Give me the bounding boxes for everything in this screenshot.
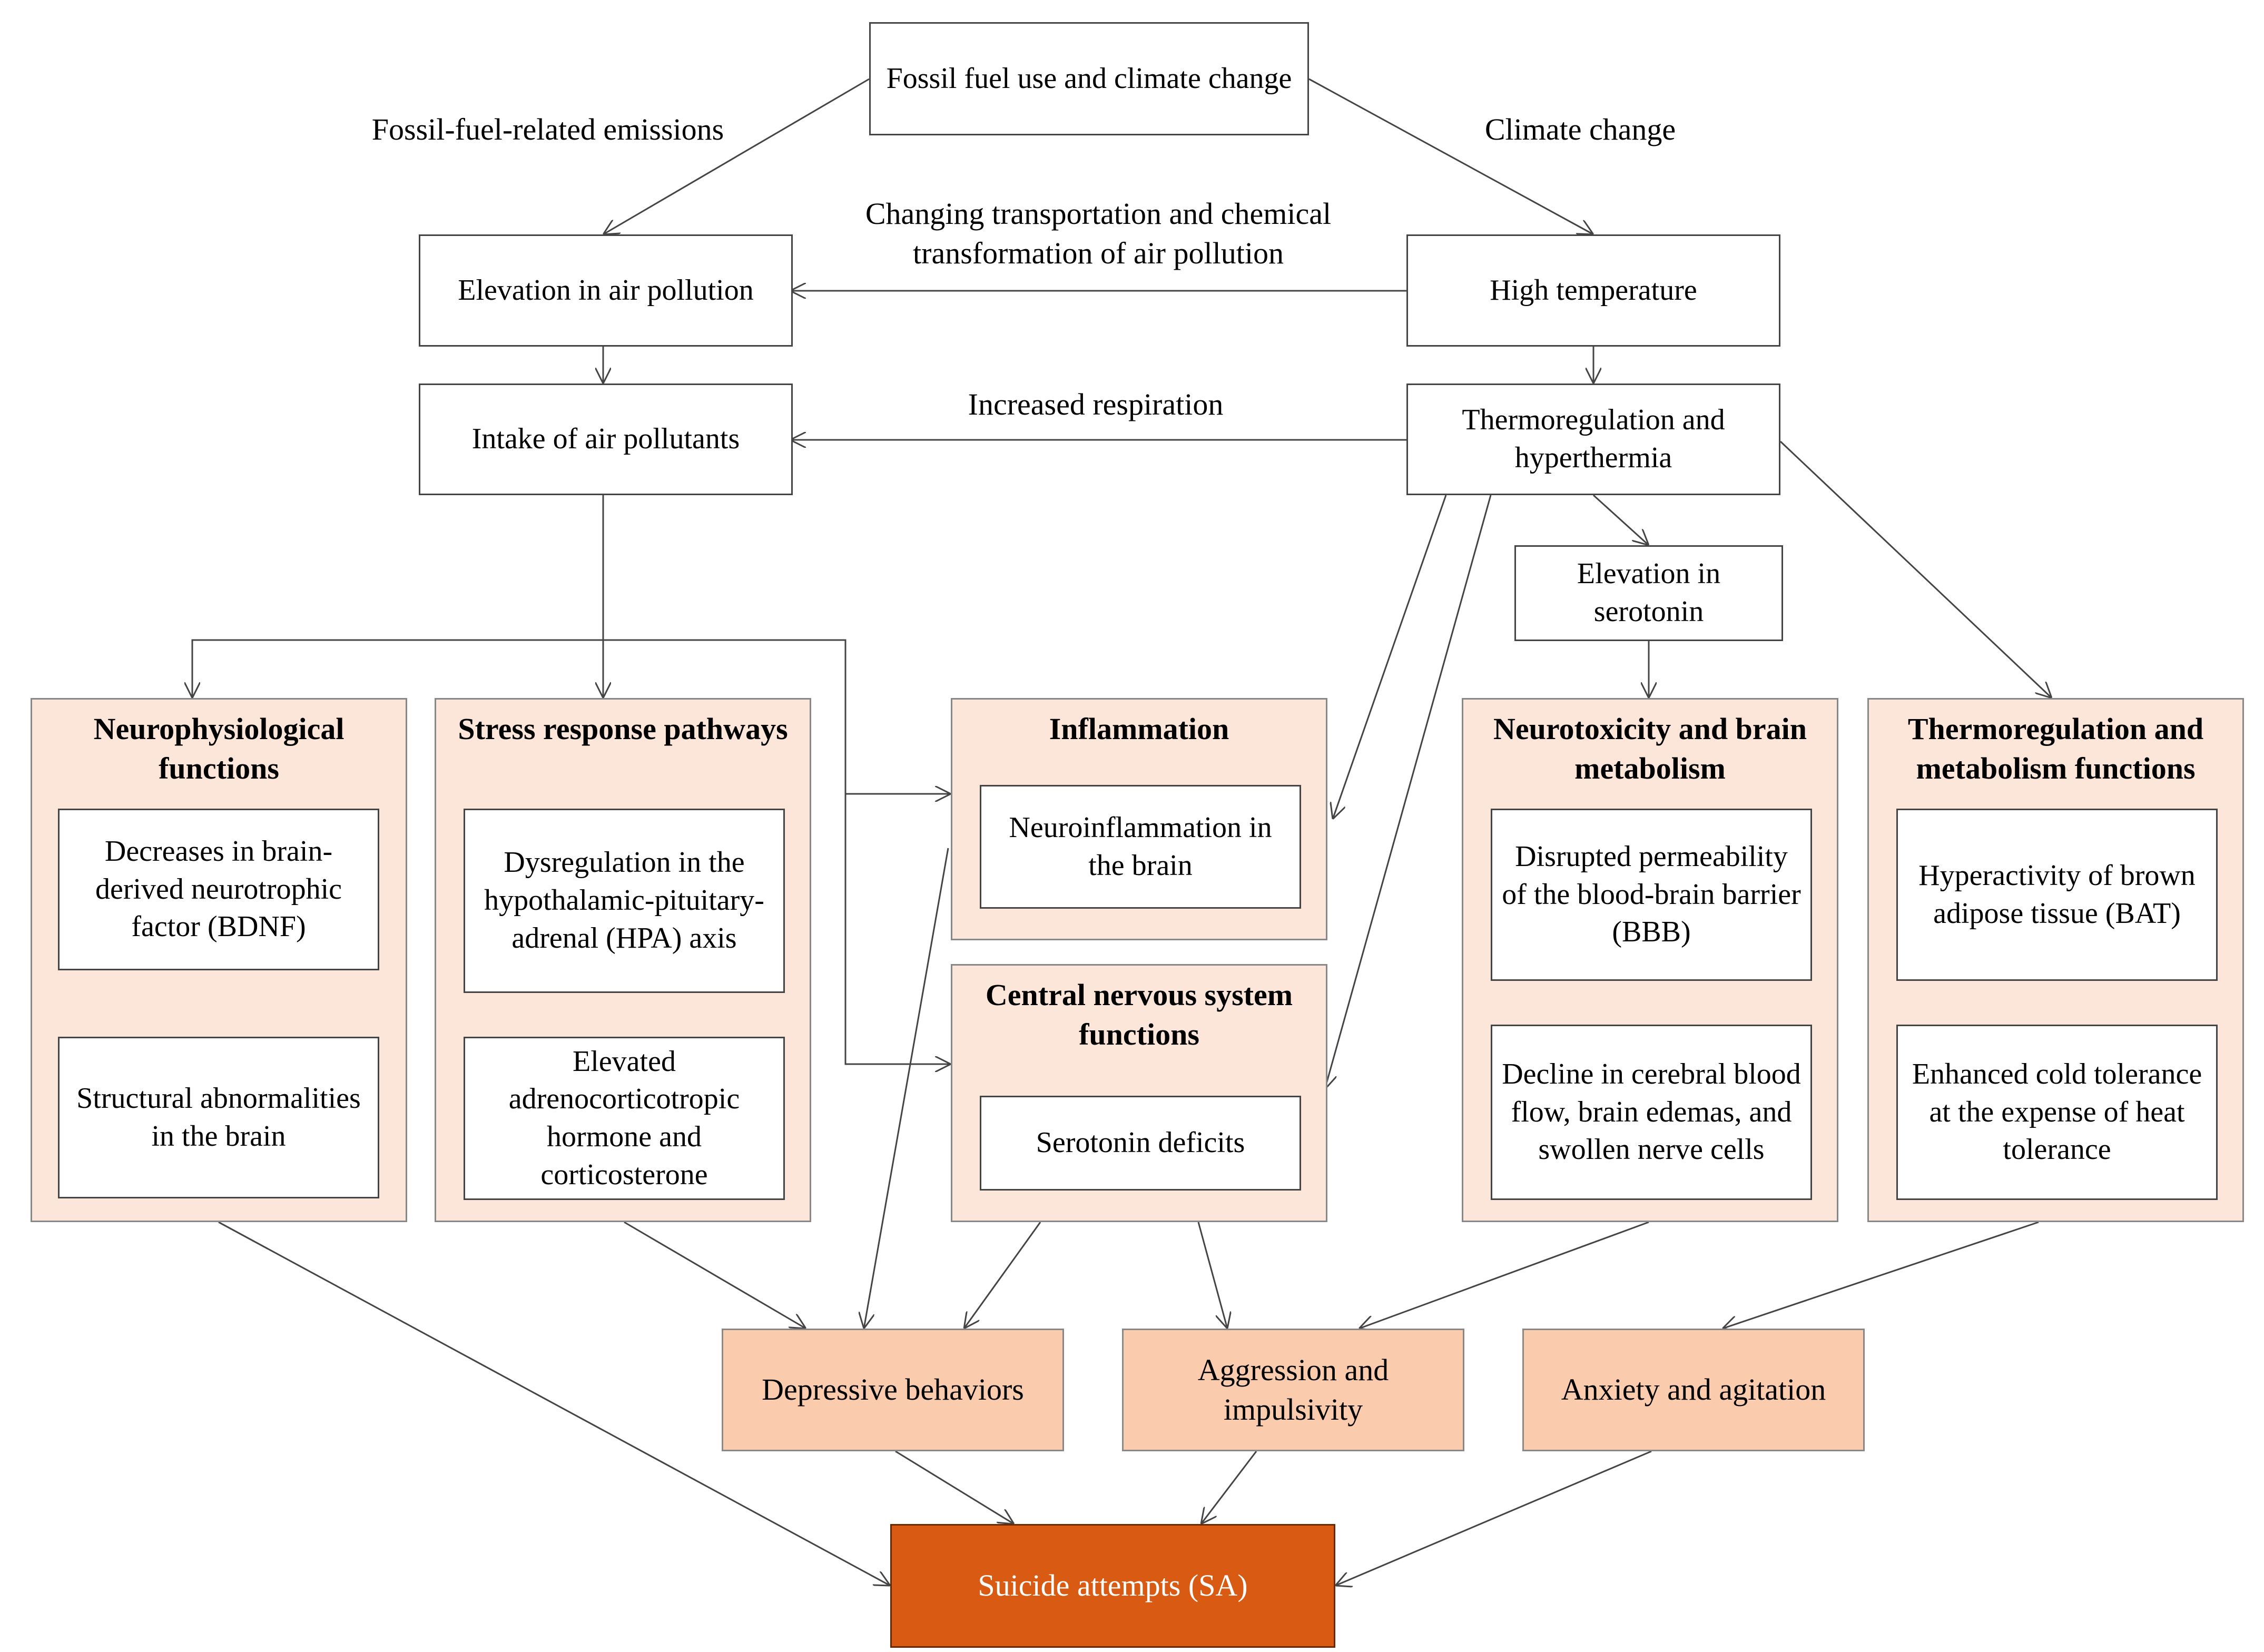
edge-thermo-metabolism-to-anxiety (1722, 1221, 2039, 1329)
edge-anxiety-to-suicide (1335, 1450, 1652, 1586)
box-bat-label: Hyperactivity of brown adipose tissue (B… (1918, 859, 2196, 930)
node-aggression: Aggression and impulsivity (1122, 1329, 1464, 1451)
group-thermo-metabolism-title: Thermoregulation and metabolism function… (1907, 712, 2204, 786)
edge-fossil-to-temperature (1308, 78, 1593, 234)
node-serotonin-elevation-label: Elevation in serotonin (1577, 557, 1721, 628)
node-suicide-attempts: Suicide attempts (SA) (890, 1524, 1335, 1648)
node-anxiety-label: Anxiety and agitation (1561, 1372, 1826, 1407)
node-high-temperature: High temperature (1406, 234, 1780, 347)
node-intake-pollutants: Intake of air pollutants (419, 384, 793, 495)
box-cold-tolerance: Enhanced cold tolerance at the expense o… (1896, 1025, 2218, 1200)
box-hpa: Dysregulation in the hypothalamic-pituit… (464, 809, 785, 993)
box-blood-flow-label: Decline in cerebral blood flow, brain ed… (1502, 1057, 1801, 1166)
box-hpa-label: Dysregulation in the hypothalamic-pituit… (484, 846, 764, 955)
edge-branch-to-neurophysiological (192, 639, 603, 698)
edge-label-emissions: Fossil-fuel-related emissions (371, 112, 724, 146)
box-structural: Structural abnormalities in the brain (58, 1037, 379, 1198)
box-bat: Hyperactivity of brown adipose tissue (B… (1896, 809, 2218, 981)
node-high-temperature-label: High temperature (1490, 273, 1697, 307)
node-depressive: Depressive behaviors (722, 1329, 1064, 1451)
node-air-pollution-label: Elevation in air pollution (458, 273, 754, 307)
group-inflammation-title: Inflammation (1049, 712, 1229, 746)
group-stress-response-title: Stress response pathways (458, 712, 788, 746)
box-bbb-label: Disrupted permeability of the blood-brai… (1502, 840, 1801, 949)
group-neurophysiological-title: Neurophysiological functions (93, 712, 344, 786)
edge-aggression-to-suicide (1201, 1451, 1257, 1524)
node-depressive-label: Depressive behaviors (762, 1372, 1024, 1407)
box-serotonin-deficits-label: Serotonin deficits (1036, 1126, 1245, 1159)
node-aggression-label: Aggression and impulsivity (1197, 1353, 1389, 1427)
edge-neurophysiological-to-suicide (218, 1221, 890, 1586)
node-air-pollution: Elevation in air pollution (419, 234, 793, 347)
edge-thermoregulation-to-thermo-metabolism (1779, 440, 2052, 698)
edge-label-climate-change: Climate change (1484, 112, 1676, 146)
box-neuroinflammation-label: Neuroinflammation in the brain (1009, 811, 1272, 882)
box-bdnf: Decreases in brain-derived neurotrophic … (58, 809, 379, 970)
box-bbb: Disrupted permeability of the blood-brai… (1491, 809, 1812, 981)
node-anxiety: Anxiety and agitation (1522, 1329, 1865, 1451)
edge-stress-to-depressive (624, 1221, 806, 1329)
edge-thermoregulation-to-inflammation (1333, 495, 1447, 819)
edge-neurotoxicity-to-aggression (1359, 1221, 1649, 1329)
box-acth: Elevated adrenocorticotropic hormone and… (464, 1037, 785, 1200)
node-intake-pollutants-label: Intake of air pollutants (471, 422, 740, 456)
group-neurotoxicity-title: Neurotoxicity and brain metabolism (1493, 712, 1807, 786)
edge-label-respiration: Increased respiration (968, 387, 1224, 421)
edge-branch-to-inflammation (603, 639, 951, 794)
edge-cns-to-aggression (1197, 1222, 1227, 1329)
node-serotonin-elevation: Elevation in serotonin (1514, 545, 1783, 641)
box-blood-flow: Decline in cerebral blood flow, brain ed… (1491, 1025, 1812, 1200)
box-structural-label: Structural abnormalities in the brain (76, 1081, 361, 1153)
node-thermoregulation-label: Thermoregulation and hyperthermia (1462, 404, 1725, 474)
edge-inflammation-to-depressive (864, 848, 949, 1329)
edge-cns-to-depressive (964, 1222, 1041, 1329)
node-thermoregulation: Thermoregulation and hyperthermia (1406, 384, 1780, 495)
box-bdnf-label: Decreases in brain-derived neurotrophic … (95, 834, 342, 943)
node-fossil-fuel-label: Fossil fuel use and climate change (886, 62, 1292, 95)
node-fossil-fuel: Fossil fuel use and climate change (869, 22, 1309, 135)
edge-label-transport: Changing transportation and chemical tra… (865, 196, 1332, 271)
edge-thermoregulation-to-serotonin (1592, 494, 1649, 545)
box-neuroinflammation: Neuroinflammation in the brain (980, 785, 1301, 909)
box-cold-tolerance-label: Enhanced cold tolerance at the expense o… (1912, 1057, 2202, 1166)
edge-depressive-to-suicide (895, 1450, 1014, 1524)
box-acth-label: Elevated adrenocorticotropic hormone and… (508, 1045, 740, 1191)
node-suicide-attempts-label: Suicide attempts (SA) (978, 1568, 1248, 1603)
box-serotonin-deficits: Serotonin deficits (980, 1096, 1301, 1191)
edge-branch-to-cns (844, 794, 951, 1064)
edge-fossil-to-pollution (603, 78, 870, 234)
group-cns-title: Central nervous system functions (985, 978, 1293, 1052)
edge-thermoregulation-to-cns (1325, 495, 1492, 1089)
